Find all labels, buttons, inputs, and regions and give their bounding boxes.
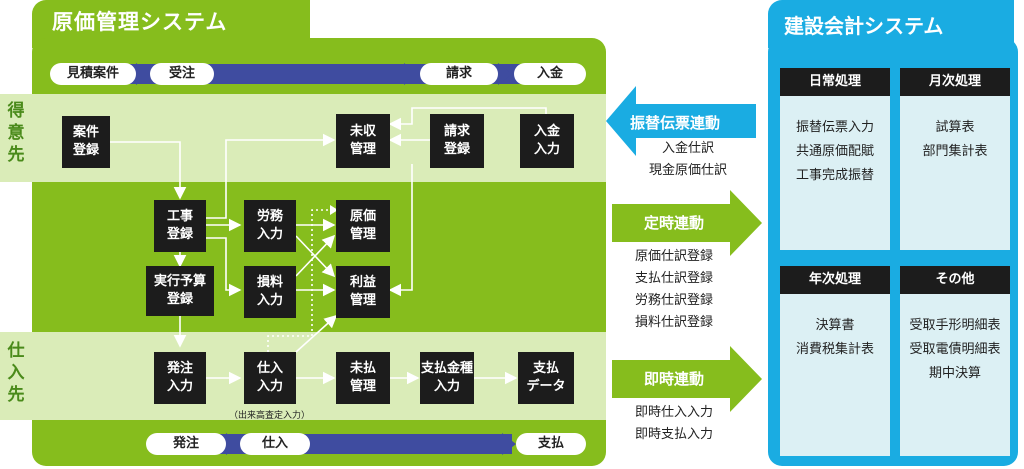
top-flow-arrowhead [404,63,418,85]
panel-item: 振替伝票入力 [795,120,874,135]
bottom-flow-step: 発注 [146,433,226,455]
panel-title: 日常処理 [780,68,890,96]
daily-processing-panel: 日常処理 振替伝票入力 共通原価配賦 工事完成振替 [780,68,890,250]
top-flow-arrowhead [498,63,512,85]
panel-title: その他 [900,266,1010,294]
scheduled-link-item: 支払仕訳登録 [634,271,713,286]
flow-connectors [110,107,547,385]
panel-item: 受取電債明細表 [909,342,1001,357]
kensetsu-system-title: 建設会計システム [784,14,944,38]
transfer-link-arrow [606,86,756,156]
genka-system-title: 原価管理システム [52,9,228,34]
top-flow-step: 受注 [150,63,214,85]
bottom-flow-arrowhead [226,433,240,455]
payment-received-box: 入金 入力 [520,114,574,168]
panel-item: 共通原価配賦 [795,144,874,159]
scheduled-link-item: 損料仕訳登録 [634,315,713,330]
transfer-link-label: 振替伝票連動 [630,114,721,132]
transfer-link-item: 現金原価仕訳 [648,163,727,178]
realtime-link-item: 即時仕入入力 [634,405,713,420]
payment-data-box: 支払 データ [518,352,574,404]
construction-registration-box: 工事 登録 [154,200,206,252]
anken-registration-box: 案件 登録 [62,116,110,168]
cost-management-box: 原価 管理 [336,200,390,252]
scheduled-link-arrow [612,190,762,256]
customer-label: 得 意 先 [7,101,25,165]
billing-registration-box: 請求 登録 [430,114,484,168]
bottom-flow-step: 支払 [516,433,586,455]
transfer-link-item: 入金仕訳 [661,141,714,156]
scheduled-link-items: 原価仕訳登録 支払仕訳登録 労務仕訳登録 損料仕訳登録 [614,246,734,334]
bottom-flow-arrowhead [502,433,516,455]
realtime-link-item: 即時支払入力 [634,427,713,442]
purchase-input-box: 仕入 入力 [244,352,296,404]
top-flow-step: 請求 [420,63,498,85]
top-flow-step: 見積案件 [50,63,136,85]
top-flow-arrowhead [136,63,150,85]
panel-title: 月次処理 [900,68,1010,96]
order-input-box: 発注 入力 [154,352,206,404]
panel-item: 消費税集計表 [795,342,874,357]
panel-item: 期中決算 [928,366,981,381]
panel-item: 受取手形明細表 [909,318,1001,333]
scheduled-link-item: 原価仕訳登録 [634,249,713,264]
other-panel: その他 受取手形明細表 受取電債明細表 期中決算 [900,266,1010,456]
transfer-link-items: 入金仕訳 現金原価仕訳 [628,138,748,182]
budget-registration-box: 実行予算 登録 [146,266,214,316]
realtime-link-label: 即時連動 [644,370,705,388]
rental-fee-input-box: 損料 入力 [244,266,296,318]
panel-item: 部門集計表 [922,144,988,159]
panel-title: 年次処理 [780,266,890,294]
payables-management-box: 未払 管理 [336,352,390,404]
top-flow-step: 入金 [514,63,586,85]
panel-item: 決算書 [815,318,855,333]
realtime-link-arrow [612,346,762,412]
panel-item: 試算表 [935,120,975,135]
receivables-management-box: 未収 管理 [336,114,390,168]
monthly-processing-panel: 月次処理 試算表 部門集計表 [900,68,1010,250]
supplier-label: 仕 入 先 [7,341,25,405]
realtime-link-items: 即時仕入入力 即時支払入力 [614,402,734,446]
profit-management-box: 利益 管理 [336,266,390,318]
scheduled-link-label: 定時連動 [644,214,705,232]
payment-type-input-box: 支払金種 入力 [420,352,474,404]
scheduled-link-item: 労務仕訳登録 [634,293,713,308]
labor-input-box: 労務 入力 [244,200,296,252]
purchase-input-note: （出来高査定入力） [229,411,311,421]
annual-processing-panel: 年次処理 決算書 消費税集計表 [780,266,890,456]
panel-item: 工事完成振替 [795,168,874,183]
bottom-flow-step: 仕入 [240,433,310,455]
